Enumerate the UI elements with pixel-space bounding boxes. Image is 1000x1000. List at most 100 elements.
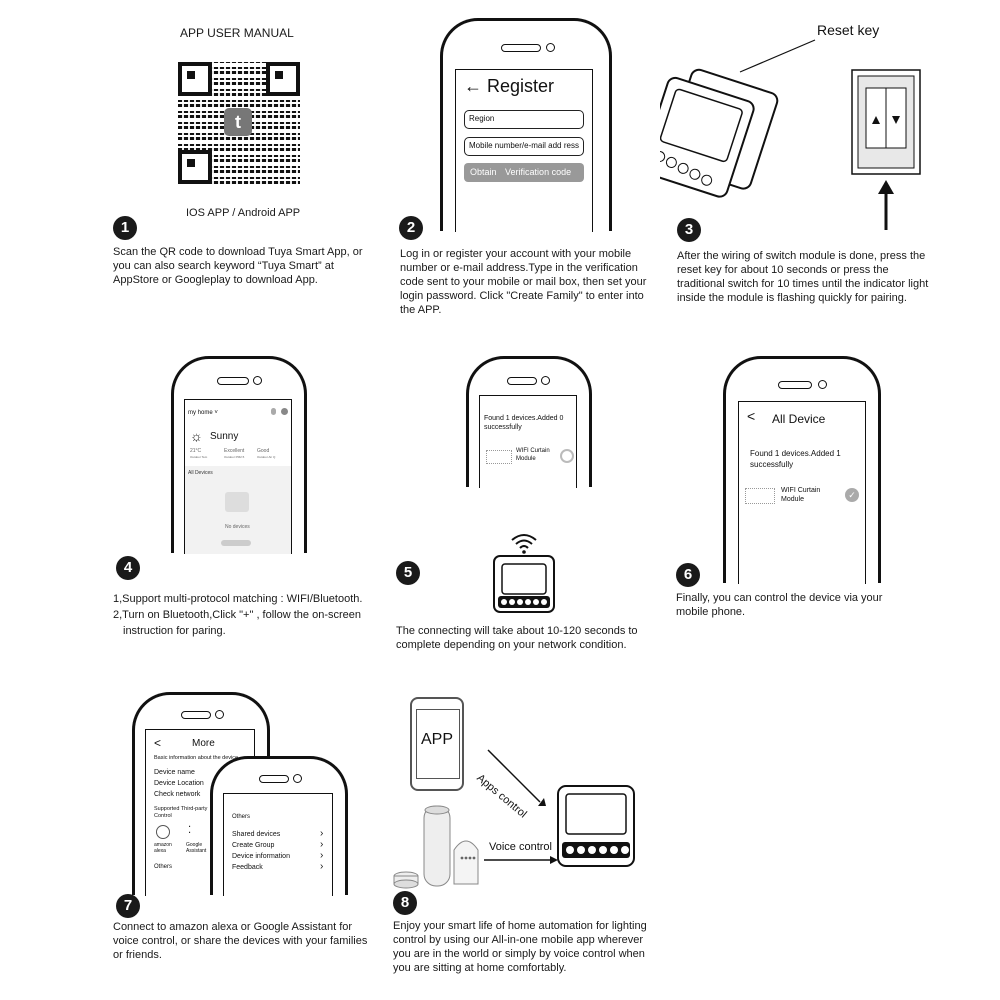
phone-speaker xyxy=(259,775,289,783)
manual-title: APP USER MANUAL xyxy=(180,26,294,40)
add-icon[interactable] xyxy=(281,408,288,415)
found-device-name: WIFI Curtain Module xyxy=(516,448,550,462)
basic-info-label: Basic information about the device xyxy=(154,755,239,761)
phone-camera xyxy=(818,380,827,389)
step-3-text: After the wiring of switch module is don… xyxy=(677,250,929,304)
third-party-label: Supported Third-party Control xyxy=(154,806,208,819)
all-devices-label[interactable]: All Devices xyxy=(188,470,213,476)
app-label: APP xyxy=(420,731,453,748)
phone-found: Found 1 devices.Added 0 successfully WIF… xyxy=(466,356,592,488)
weather-label: Sunny xyxy=(210,431,239,442)
step-8-badge: 8 xyxy=(393,891,417,915)
step-8-text: Enjoy your smart life of home automation… xyxy=(393,920,647,974)
phone-speaker xyxy=(217,377,249,385)
phone-camera xyxy=(293,774,302,783)
qr-caption: IOS APP / Android APP xyxy=(186,207,301,219)
step-7-badge: 7 xyxy=(116,894,140,918)
phone-speaker xyxy=(778,381,812,389)
back-button[interactable]: < xyxy=(747,408,756,424)
reset-key-label: Reset key xyxy=(817,22,880,38)
stat-pm-value: Excellent xyxy=(224,448,245,454)
wifi-icon xyxy=(511,534,537,554)
phone-camera xyxy=(253,376,262,385)
step-6-text: Finally, you can control the device via … xyxy=(676,592,883,618)
device-thumb-icon xyxy=(745,488,775,504)
mobile-field-tail: ress xyxy=(563,141,579,150)
loading-spinner-icon xyxy=(560,449,574,463)
chevron-right-icon: › xyxy=(320,828,324,839)
step-5-badge: 5 xyxy=(396,561,420,585)
others-item-group[interactable]: Create Group xyxy=(232,842,275,849)
home-selector[interactable]: my home ˅ xyxy=(188,410,218,416)
home-screen: my home ˅ ☼ Sunny 21°C Outdoor Tem Excel… xyxy=(184,399,292,554)
step-4-line1: 1,Support multi-protocol matching : WIFI… xyxy=(113,593,363,605)
more-item-device-location[interactable]: Device Location xyxy=(154,780,204,787)
add-device-button[interactable] xyxy=(221,540,251,546)
all-device-screen: < All Device Found 1 devices.Added 1 suc… xyxy=(738,401,866,584)
region-field[interactable]: Region xyxy=(464,110,584,129)
register-screen: ← Register Region Mobile number/e-mail a… xyxy=(455,69,593,232)
mobile-field-text: Mobile number/e-mail add xyxy=(469,141,562,150)
chevron-right-icon: › xyxy=(320,839,324,850)
stat-temp-label: Outdoor Tem xyxy=(190,455,208,459)
step-2-badge: 2 xyxy=(399,216,423,240)
obtain-label: Obtain xyxy=(470,167,497,177)
empty-box-icon xyxy=(225,492,249,512)
module-reset-illustration xyxy=(660,39,921,230)
phone-speaker xyxy=(507,377,537,385)
register-title: ← Register xyxy=(464,76,555,96)
step-1-text: Scan the QR code to download Tuya Smart … xyxy=(113,246,363,286)
phone-register: ← Register Region Mobile number/e-mail a… xyxy=(440,18,612,232)
phone-others: Others Shared devices › Create Group › D… xyxy=(210,756,348,896)
more-item-check-network[interactable]: Check network xyxy=(154,791,201,798)
phone-camera xyxy=(215,710,224,719)
voice-control-label: Voice control xyxy=(489,841,552,853)
no-devices-label: No devices xyxy=(225,524,250,530)
automation-illustration xyxy=(393,749,635,889)
sun-icon: ☼ xyxy=(190,428,203,444)
tuya-logo-icon: t xyxy=(224,108,252,136)
more-others-label: Others xyxy=(154,864,173,870)
switch-module-small xyxy=(493,555,555,613)
found-screen: Found 1 devices.Added 0 successfully WIF… xyxy=(479,395,577,488)
stat-air-label: Outdoor Air Q xyxy=(257,455,276,459)
google-assistant-icon[interactable]: ⁚ xyxy=(188,825,192,836)
all-device-title: All Device xyxy=(772,412,826,426)
mic-icon[interactable] xyxy=(271,408,276,415)
more-item-device-name[interactable]: Device name xyxy=(154,769,195,776)
step-4-line3: instruction for paring. xyxy=(123,625,226,637)
step-4-line2: 2,Turn on Bluetooth,Click "+" , follow t… xyxy=(113,609,361,621)
others-item-shared[interactable]: Shared devices xyxy=(232,831,281,838)
step-2-text: Log in or register your account with you… xyxy=(400,248,647,316)
check-icon: ✓ xyxy=(845,488,859,502)
all-device-status: Found 1 devices.Added 1 successfully xyxy=(750,449,841,469)
more-back-button[interactable]: < xyxy=(154,736,162,750)
phone-camera xyxy=(541,376,550,385)
step-6-badge: 6 xyxy=(676,563,700,587)
more-title: More xyxy=(192,738,215,749)
chevron-right-icon: › xyxy=(320,861,324,872)
others-screen: Others Shared devices › Create Group › D… xyxy=(223,793,333,896)
chevron-right-icon: › xyxy=(320,850,324,861)
stat-air-value: Good xyxy=(257,448,270,454)
step-4-badge: 4 xyxy=(116,556,140,580)
app-phone-icon: APP xyxy=(410,697,464,791)
alexa-icon[interactable] xyxy=(156,825,170,839)
phone-all-device: < All Device Found 1 devices.Added 1 suc… xyxy=(723,356,881,584)
others-item-feedback[interactable]: Feedback xyxy=(232,864,263,871)
mobile-email-field[interactable]: Mobile number/e-mail add ress xyxy=(464,137,584,156)
phone-camera xyxy=(546,43,555,52)
step-3-badge: 3 xyxy=(677,218,701,242)
step-7-text: Connect to amazon alexa or Google Assist… xyxy=(113,921,368,961)
stat-pm-label: Outdoor PM2.5 xyxy=(224,455,245,459)
step-1-badge: 1 xyxy=(113,216,137,240)
phone-speaker xyxy=(501,44,541,52)
verification-label: Verification code xyxy=(505,167,572,177)
phone-speaker xyxy=(181,711,211,719)
step-5-text: The connecting will take about 10-120 se… xyxy=(396,625,638,651)
stat-temp-value: 21°C xyxy=(190,448,202,454)
qr-code: t xyxy=(178,62,300,184)
obtain-verification-button[interactable]: Obtain Verification code xyxy=(464,163,584,182)
phone-home: my home ˅ ☼ Sunny 21°C Outdoor Tem Excel… xyxy=(171,356,307,554)
others-item-info[interactable]: Device information xyxy=(232,853,290,860)
